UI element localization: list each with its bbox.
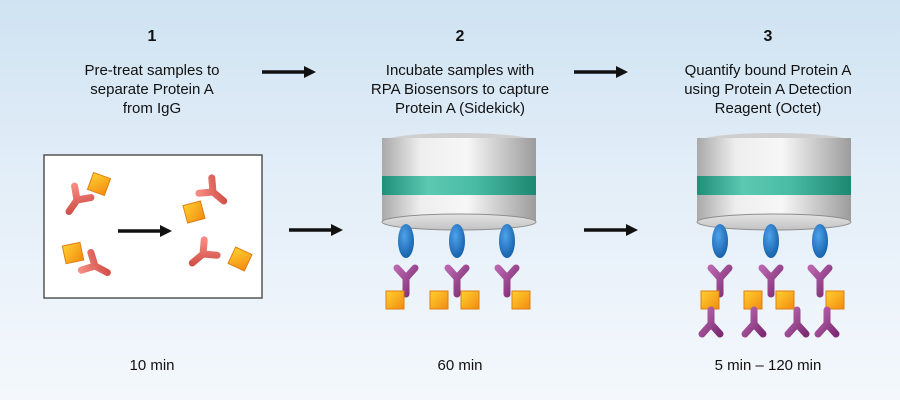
step-arrow-2-to-3 (582, 222, 640, 238)
step-arrow-2-to-3-top (572, 64, 630, 80)
step-1-line-2: separate Protein A (90, 81, 214, 98)
step-3-description: Quantify bound Protein A using Protein A… (648, 61, 888, 118)
step-1-number: 1 (147, 28, 157, 45)
step-2-line-3: Protein A (Sidekick) (394, 100, 526, 117)
step-arrow-1-to-2-top (260, 64, 318, 80)
step-1-line-3: from IgG (122, 100, 182, 117)
step-3-time: 5 min – 120 min (714, 357, 822, 374)
step-arrow-1-to-2 (287, 222, 345, 238)
pretreatment-panel (43, 154, 263, 299)
step-2-line-2: RPA Biosensors to capture (370, 81, 550, 98)
step-3-line-1: Quantify bound Protein A (684, 62, 852, 79)
step-2-time: 60 min (437, 357, 483, 374)
step-3-number: 3 (763, 28, 773, 45)
biosensor-tip (381, 132, 537, 231)
step-1-line-1: Pre-treat samples to (84, 62, 220, 79)
rpa-biosensor-capture (381, 132, 537, 310)
step-1-description: Pre-treat samples to separate Protein A … (32, 61, 272, 118)
step-2-line-1: Incubate samples with (385, 62, 535, 79)
biosensor-tip (696, 132, 852, 231)
step-2-number: 2 (455, 28, 465, 45)
step-2-description: Incubate samples with RPA Biosensors to … (340, 61, 580, 118)
step-1-time: 10 min (129, 357, 175, 374)
step-3-line-2: using Protein A Detection (684, 81, 852, 98)
step-3-line-3: Reagent (Octet) (714, 100, 822, 117)
protein-a-detection (696, 132, 852, 334)
